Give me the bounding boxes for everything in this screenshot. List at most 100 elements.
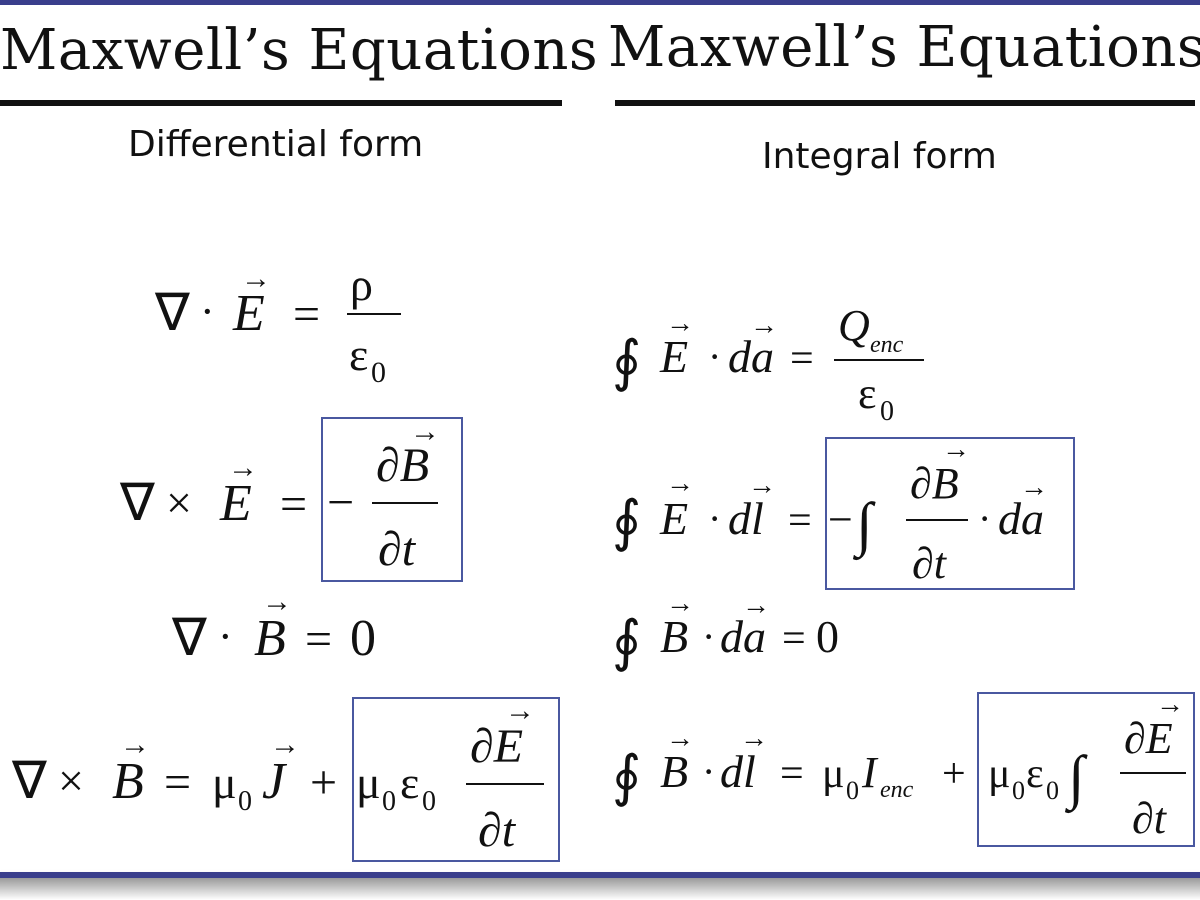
svg-text:−: − [828,495,853,544]
svg-text:∂t: ∂t [378,523,417,576]
ampere-highlight-box [352,697,560,862]
svg-text:ε: ε [858,369,876,418]
svg-text:E: E [232,285,265,342]
svg-text:B: B [254,610,286,667]
svg-text:→: → [262,585,292,618]
svg-text:→: → [666,588,694,619]
left-title-underline [0,100,562,106]
svg-text:·: · [200,287,215,336]
svg-text:dl: dl [720,746,756,797]
svg-text:∇: ∇ [119,475,155,532]
right-title: Maxwell’s Equations [608,15,1200,80]
svg-text:∮: ∮ [612,331,641,393]
bottom-shadow [0,878,1200,900]
svg-text:=: = [790,336,814,382]
svg-text:−: − [327,476,354,529]
svg-text:→: → [270,728,300,761]
svg-text:Q: Q [838,301,870,350]
ampere-integral-highlight-box [977,692,1195,847]
ampere-law-integral: ∮ B → · dl → = μ 0 I enc + μ 0 ε 0 ∫ ∂E … [612,689,1200,853]
svg-text:da: da [728,331,774,382]
svg-text:→: → [1156,689,1184,720]
faraday-law-integral: ∮ E → · dl → = − ∫ ∂B → ∂t · da → [612,434,1072,590]
svg-text:∂B: ∂B [910,459,959,508]
svg-text:·: · [978,496,991,541]
svg-text:∂t: ∂t [1132,794,1168,843]
right-title-underline [615,100,1195,106]
svg-text:→: → [740,723,768,754]
svg-text:∫: ∫ [853,491,876,561]
svg-text:∇: ∇ [154,285,190,342]
svg-text:ρ: ρ [350,259,373,310]
svg-text:I: I [861,748,879,797]
svg-text:∇: ∇ [11,753,47,810]
svg-text:→: → [666,723,694,754]
svg-text:μ: μ [356,757,381,808]
svg-text:+: + [310,756,337,809]
svg-text:∂E: ∂E [470,720,523,773]
ampere-law-differential: ∇ × B → = μ 0 J → + μ 0 ε 0 ∂E → ∂t [11,694,562,868]
svg-text:×: × [58,755,84,806]
svg-text:·: · [708,334,721,379]
svg-text:→: → [942,434,970,465]
left-subtitle: Differential form [128,124,424,165]
svg-text:J: J [262,753,288,810]
faraday-law-differential: ∇ × E → = − ∂B → ∂t [119,415,460,585]
svg-text:enc: enc [880,777,914,803]
svg-text:∮: ∮ [612,746,641,808]
svg-text:∂E: ∂E [1124,714,1173,763]
svg-text:→: → [750,310,778,341]
svg-text:E: E [219,475,252,532]
svg-text:+: + [942,751,966,797]
svg-text:·: · [218,612,233,661]
svg-text:0: 0 [382,786,396,817]
svg-text:=: = [305,613,332,666]
svg-text:0: 0 [238,786,252,817]
svg-text:=: = [782,616,806,662]
svg-text:da: da [720,611,766,662]
svg-text:→: → [1020,472,1048,503]
svg-text:0: 0 [846,776,859,805]
svg-text:→: → [410,415,440,448]
gauss-law-integral: ∮ E → · da → = Q enc ε 0 [612,300,942,440]
svg-text:→: → [666,308,694,339]
svg-text:B: B [112,753,144,810]
svg-text:ε: ε [1026,751,1044,797]
svg-text:0: 0 [816,611,839,662]
svg-text:→: → [748,470,776,501]
svg-text:→: → [120,728,150,761]
svg-text:ε: ε [349,329,368,380]
gauss-magnetism-differential: ∇ · B → = 0 [171,585,402,675]
svg-text:→: → [666,468,694,499]
svg-text:∫: ∫ [1065,744,1088,814]
svg-text:∮: ∮ [612,491,641,553]
svg-text:0: 0 [350,610,376,667]
svg-text:=: = [788,498,812,544]
svg-text:μ: μ [988,751,1011,797]
svg-text:dl: dl [728,493,764,544]
svg-text:enc: enc [870,332,904,358]
svg-text:→: → [228,451,258,484]
svg-text:0: 0 [371,356,386,389]
svg-text:∮: ∮ [612,611,641,673]
svg-text:→: → [742,590,770,621]
svg-text:·: · [702,749,715,794]
svg-text:0: 0 [1046,776,1059,805]
gauss-law-differential: ∇ · E → = ρ ε 0 [154,259,415,400]
svg-text:·: · [702,614,715,659]
svg-text:0: 0 [880,396,894,427]
svg-text:×: × [166,477,192,528]
svg-text:∂B: ∂B [376,439,429,492]
svg-text:=: = [164,756,191,809]
svg-text:∇: ∇ [171,610,207,667]
svg-text:=: = [293,288,320,341]
faraday-highlight-box [321,417,463,582]
svg-text:da: da [998,493,1044,544]
svg-text:B: B [660,746,688,797]
bottom-frame-line [0,872,1200,878]
svg-text:=: = [280,478,307,531]
svg-text:→: → [505,694,535,727]
svg-text:B: B [660,611,688,662]
svg-text:0: 0 [422,786,436,817]
